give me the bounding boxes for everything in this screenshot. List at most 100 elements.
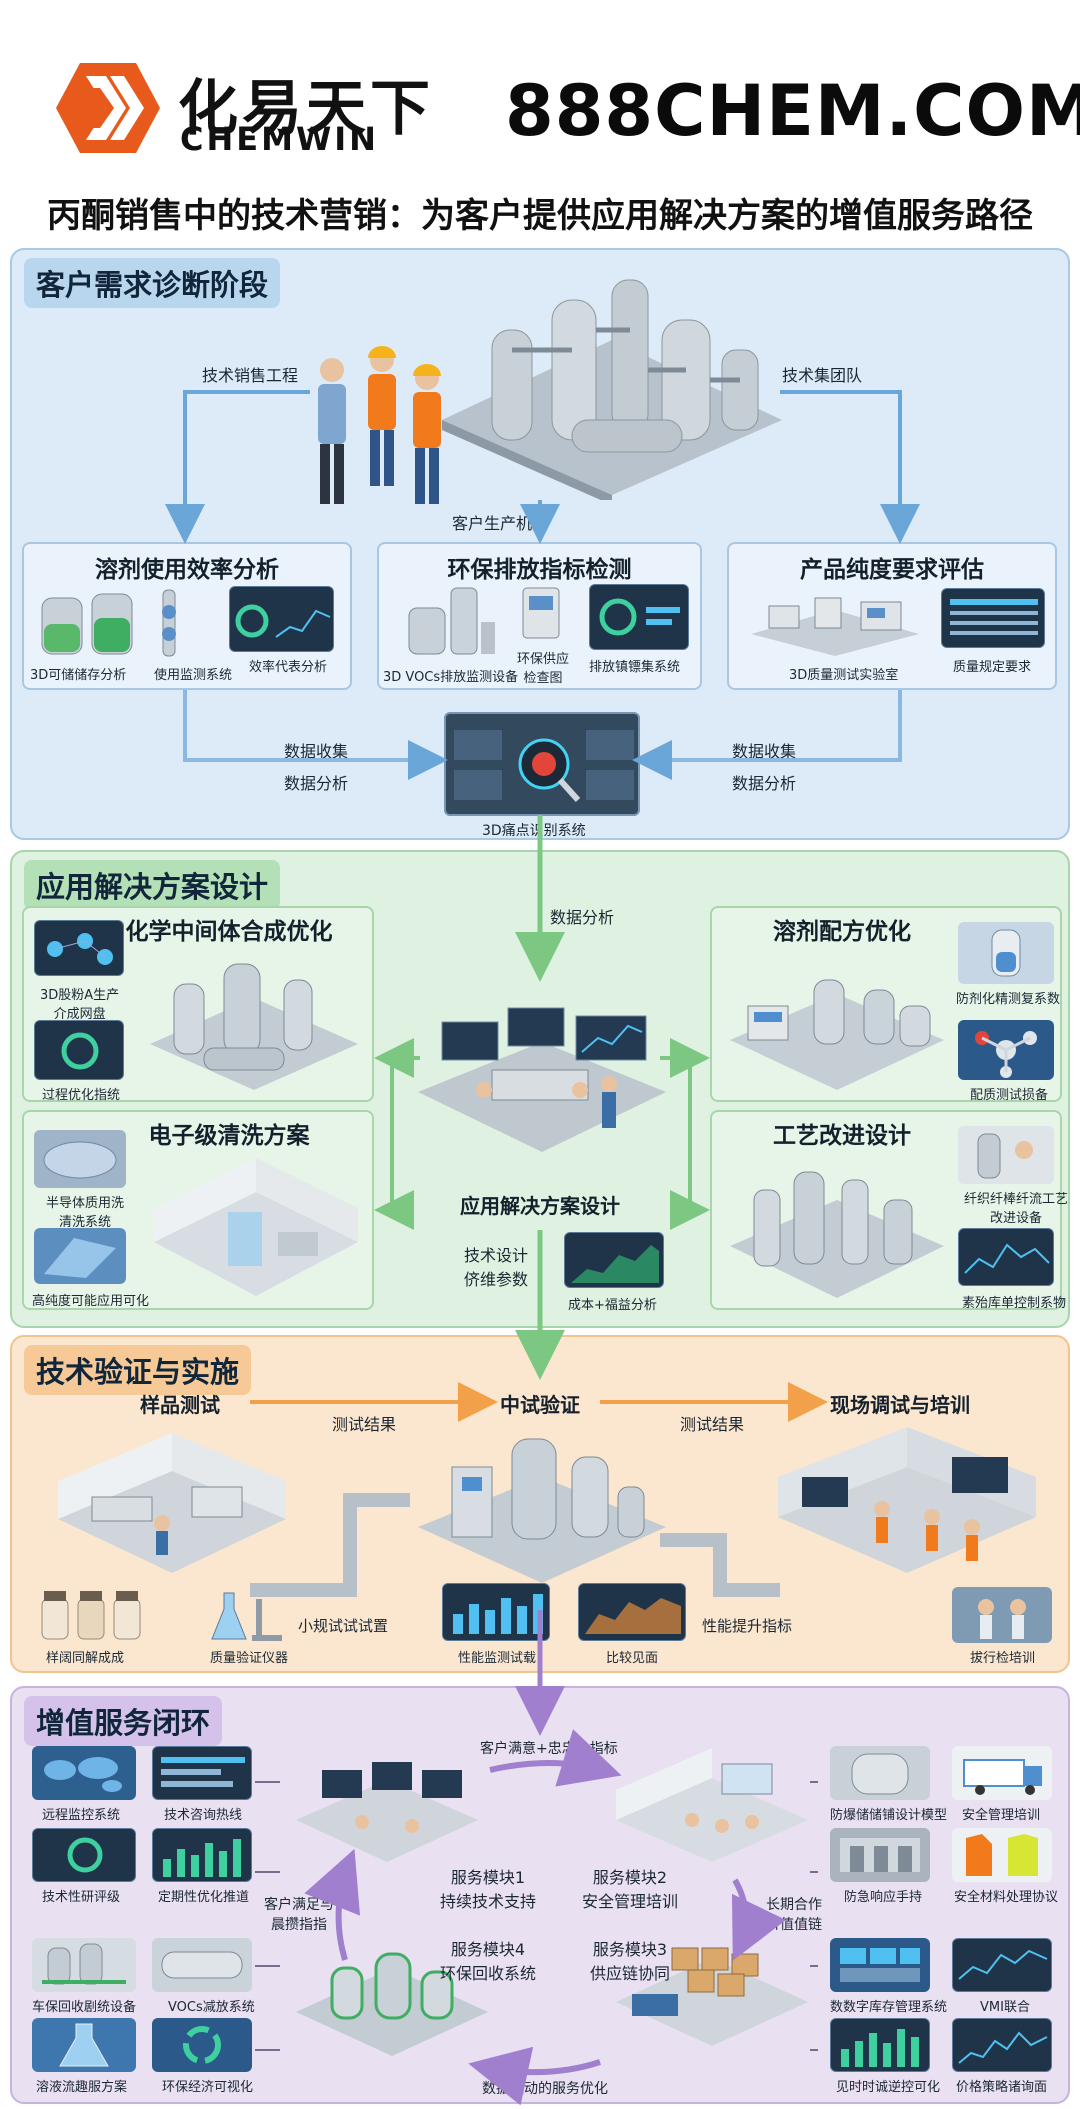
quality-lab-icon [751, 597, 919, 656]
label-module-2: 服务模块2 安全管理培训 [582, 1868, 679, 1911]
performance-monitor-icon [442, 1583, 550, 1641]
emission-dashboard-icon [589, 584, 689, 650]
label-loop-top: 客户满意+忠忠性指标 [480, 1741, 618, 1757]
label-vocs-reduction: VOCs减放系统 [168, 2000, 255, 2015]
safety-vest-icon [952, 1828, 1052, 1882]
efficiency-dashboard-icon [229, 586, 334, 652]
label-realtime-visual: 见时时诚逆控可化 [836, 2080, 941, 2095]
lab-flask-icon [211, 1592, 282, 1641]
label-loop-bottom: 数据驱动的服务优化 [482, 2081, 608, 2097]
label-monitoring-system: 使用监测系统 [154, 668, 233, 683]
label-efficiency-analysis: 效率代表分析 [249, 660, 328, 675]
header: 化易天下 CHEMWIN 888CHEM.COM [0, 0, 1080, 170]
section-validation-implementation: 技术验证与实施 样品测试 中试验证 现场调试与培训 测试结果 测试结果 样阔同解… [10, 1335, 1070, 1673]
label-module-3: 服务模块3 供应链协同 [590, 1940, 671, 1983]
panel-emission-detection: 环保排放指标检测 3D VOCs排放监测设备 环保供应 检查图 排放镇镖集系统 [377, 542, 702, 690]
label-customer-plant: 客户生产机 [452, 514, 533, 533]
label-tech-rating: 技术性研评级 [42, 1890, 121, 1905]
label-quality-spec: 质量规定要求 [953, 660, 1032, 675]
label-tech-team: 技术集团队 [782, 366, 863, 385]
label-formula-equipment: 配质测试损备 [970, 1088, 1049, 1103]
panel-process-improvement: 工艺改进设计 纤织纤棒纤流工艺 改进设备 素殆库单控制系物 [710, 1110, 1068, 1311]
label-explosion-proof: 防爆储储铺设计模型 [830, 1808, 948, 1823]
section-needs-diagnosis: 客户需求诊断阶段 技术销售工程 技术集团队 客户生产机 溶剂使用效率分析 3D可… [10, 248, 1070, 840]
step-pilot-validation: 中试验证 [500, 1393, 580, 1417]
production-scheme-icon [34, 920, 124, 976]
label-cost-benefit: 成本+福益分析 [568, 1298, 657, 1313]
molecule-icon [958, 1020, 1054, 1080]
cost-benefit-chart-icon [564, 1232, 664, 1288]
label-operator-training: 拔行检培训 [970, 1651, 1036, 1666]
label-control-system: 素殆库单控制系物 [962, 1296, 1067, 1311]
recycle-cycle-icon [152, 2018, 252, 2072]
quality-spec-table-icon [941, 588, 1045, 648]
panel-title: 电子级清洗方案 [148, 1123, 310, 1149]
label-remote-monitor: 远程监控系统 [42, 1808, 121, 1823]
panel-title: 产品纯度要求评估 [800, 557, 984, 583]
label-performance-improvement: 性能提升指标 [702, 1617, 793, 1635]
label-wafer-cleaning: 半导体质用洗 清洗系统 [46, 1196, 125, 1230]
label-safe-material-protocol: 安全材料处理协议 [954, 1890, 1059, 1905]
label-vmi: VMI联合 [980, 2000, 1030, 2015]
label-fiber-process: 纤织纤棒纤流工艺 改进设备 [964, 1192, 1069, 1226]
label-emission-system: 排放镇镖集系统 [589, 660, 681, 675]
section-title: 增值服务闭环 [24, 1696, 223, 1746]
label-quality-lab: 3D质量测试实验室 [789, 668, 899, 683]
pain-point-recognition-system [444, 712, 640, 816]
solvent-flask-icon [32, 2018, 136, 2072]
label-optimization-push: 定期性优化推道 [158, 1890, 250, 1905]
label-production-scheme: 3D股粉A生产 介成网盘 [40, 988, 120, 1022]
control-system-chart-icon [958, 1228, 1054, 1286]
label-emergency-response: 防急响应手持 [844, 1890, 923, 1905]
panel-intermediate-synthesis: 化学中间体合成优化 3D股粉A生产 介成网盘 过程优化指统 [22, 906, 374, 1103]
tech-rating-icon [32, 1828, 136, 1882]
realtime-visual-icon [830, 2018, 930, 2072]
sample-lab-illustration [58, 1433, 286, 1573]
panel-title: 溶剂配方优化 [773, 919, 911, 945]
label-pricing-strategy: 价格策略诸询面 [956, 2080, 1048, 2095]
panel-title: 工艺改进设计 [773, 1123, 911, 1149]
operator-training-icon [952, 1587, 1052, 1643]
label-emission-inspection: 环保供应 检查图 [517, 652, 570, 686]
pricing-strategy-icon [952, 2018, 1052, 2072]
label-module-4: 服务模块4 环保回收系统 [440, 1940, 537, 1983]
explosion-proof-tank-icon [830, 1746, 930, 1800]
section-title: 应用解决方案设计 [24, 860, 281, 910]
label-safety-training: 安全管理培训 [962, 1808, 1041, 1823]
chemwin-logo-icon [56, 63, 160, 153]
section-value-added-loop: 增值服务闭环 远程监控系统 技术咨询热线 技术性研评级 定期性优化推道 车保回收… [10, 1686, 1070, 2104]
wafer-cleaning-icon [34, 1130, 126, 1188]
step-sample-test: 样品测试 [140, 1393, 220, 1417]
module2-safety-training-illustration [616, 1748, 808, 1862]
vocs-monitor-icon [408, 587, 495, 655]
inventory-system-icon [830, 1938, 930, 1992]
label-loop-right: 长期合作 价值值链 [766, 1897, 822, 1933]
label-vocs-device: 3D VOCs排放监测设备 [383, 670, 519, 685]
recycling-equipment-icon [32, 1938, 136, 1992]
label-test-result-1: 测试结果 [332, 1415, 397, 1434]
optimization-push-icon [152, 1828, 252, 1882]
panel-solvent-efficiency: 溶剂使用效率分析 3D可储储存分析 使用监测系统 效率代表分析 [22, 542, 352, 690]
formula-lab-illustration [730, 979, 944, 1090]
sample-bottles-icon [41, 1591, 141, 1640]
emergency-warehouse-icon [830, 1828, 930, 1882]
panel-title: 化学中间体合成优化 [125, 919, 333, 945]
formula-test-device-icon [958, 922, 1054, 984]
panel-title: 环保排放指标检测 [447, 557, 632, 583]
label-analyze-right: 数据分析 [732, 774, 797, 793]
label-eco-economics: 环保经济可视化 [162, 2080, 254, 2095]
logo-chinese-name: 化易天下 [178, 74, 434, 144]
chemical-plant-illustration [442, 279, 782, 500]
site-domain: 888CHEM.COM [505, 70, 1080, 152]
vocs-reduction-icon [152, 1938, 252, 1992]
monitoring-column-icon [162, 589, 176, 657]
module1-support-center-illustration [296, 1762, 478, 1862]
label-recycling-equipment: 车保回收剧统设备 [32, 2000, 137, 2015]
label-performance-monitor: 性能监测试载 [458, 1651, 537, 1666]
label-collect-left: 数据收集 [284, 742, 349, 761]
label-pain-point-system: 3D痛点识别系统 [482, 823, 586, 839]
label-formula-test: 防剂化精测复系数 [956, 992, 1061, 1007]
section-title: 客户需求诊断阶段 [24, 258, 281, 308]
pilot-plant-illustration [418, 1438, 666, 1583]
label-sample-prep: 样阔同解成成 [46, 1651, 125, 1666]
